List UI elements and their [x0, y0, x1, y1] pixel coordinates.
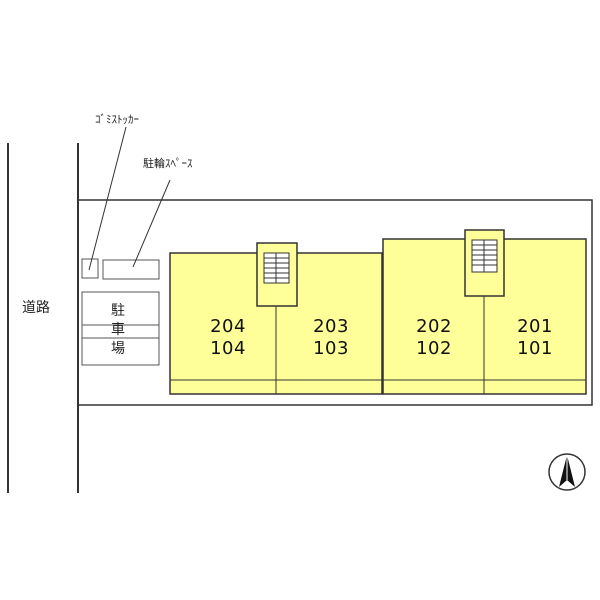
unit-lower: 102 — [416, 338, 452, 359]
unit-203-103: 203 103 — [313, 316, 349, 359]
parking-area: 駐 車 場 — [81, 291, 160, 366]
unit-upper: 202 — [416, 316, 452, 337]
road-label: 道路 — [22, 300, 50, 316]
stair-icon — [256, 242, 298, 307]
unit-lower: 101 — [517, 338, 553, 359]
unit-lower: 104 — [210, 338, 246, 359]
parking-char-2: 車 — [111, 321, 125, 338]
unit-upper: 201 — [517, 316, 553, 337]
site-boundary — [77, 199, 593, 406]
parking-char-1: 駐 — [111, 303, 125, 319]
stair-icon — [464, 229, 505, 297]
unit-202-102: 202 102 — [416, 316, 452, 359]
unit-lower: 103 — [313, 338, 349, 359]
parking-char-3: 場 — [111, 341, 125, 357]
bicycle-space — [102, 259, 160, 280]
unit-upper: 204 — [210, 316, 246, 337]
bicycle-leader — [132, 179, 171, 268]
north-arrow-icon — [548, 453, 586, 491]
unit-204-104: 204 104 — [210, 316, 246, 359]
unit-upper: 203 — [313, 316, 349, 337]
garbage-label: ｺﾞﾐｽﾄｯｶｰ — [95, 113, 139, 126]
bicycle-label: 駐輪ｽﾍﾟｰｽ — [143, 156, 193, 170]
unit-201-101: 201 101 — [517, 316, 553, 359]
garbage-stocker — [81, 258, 99, 279]
garbage-leader — [88, 126, 127, 271]
